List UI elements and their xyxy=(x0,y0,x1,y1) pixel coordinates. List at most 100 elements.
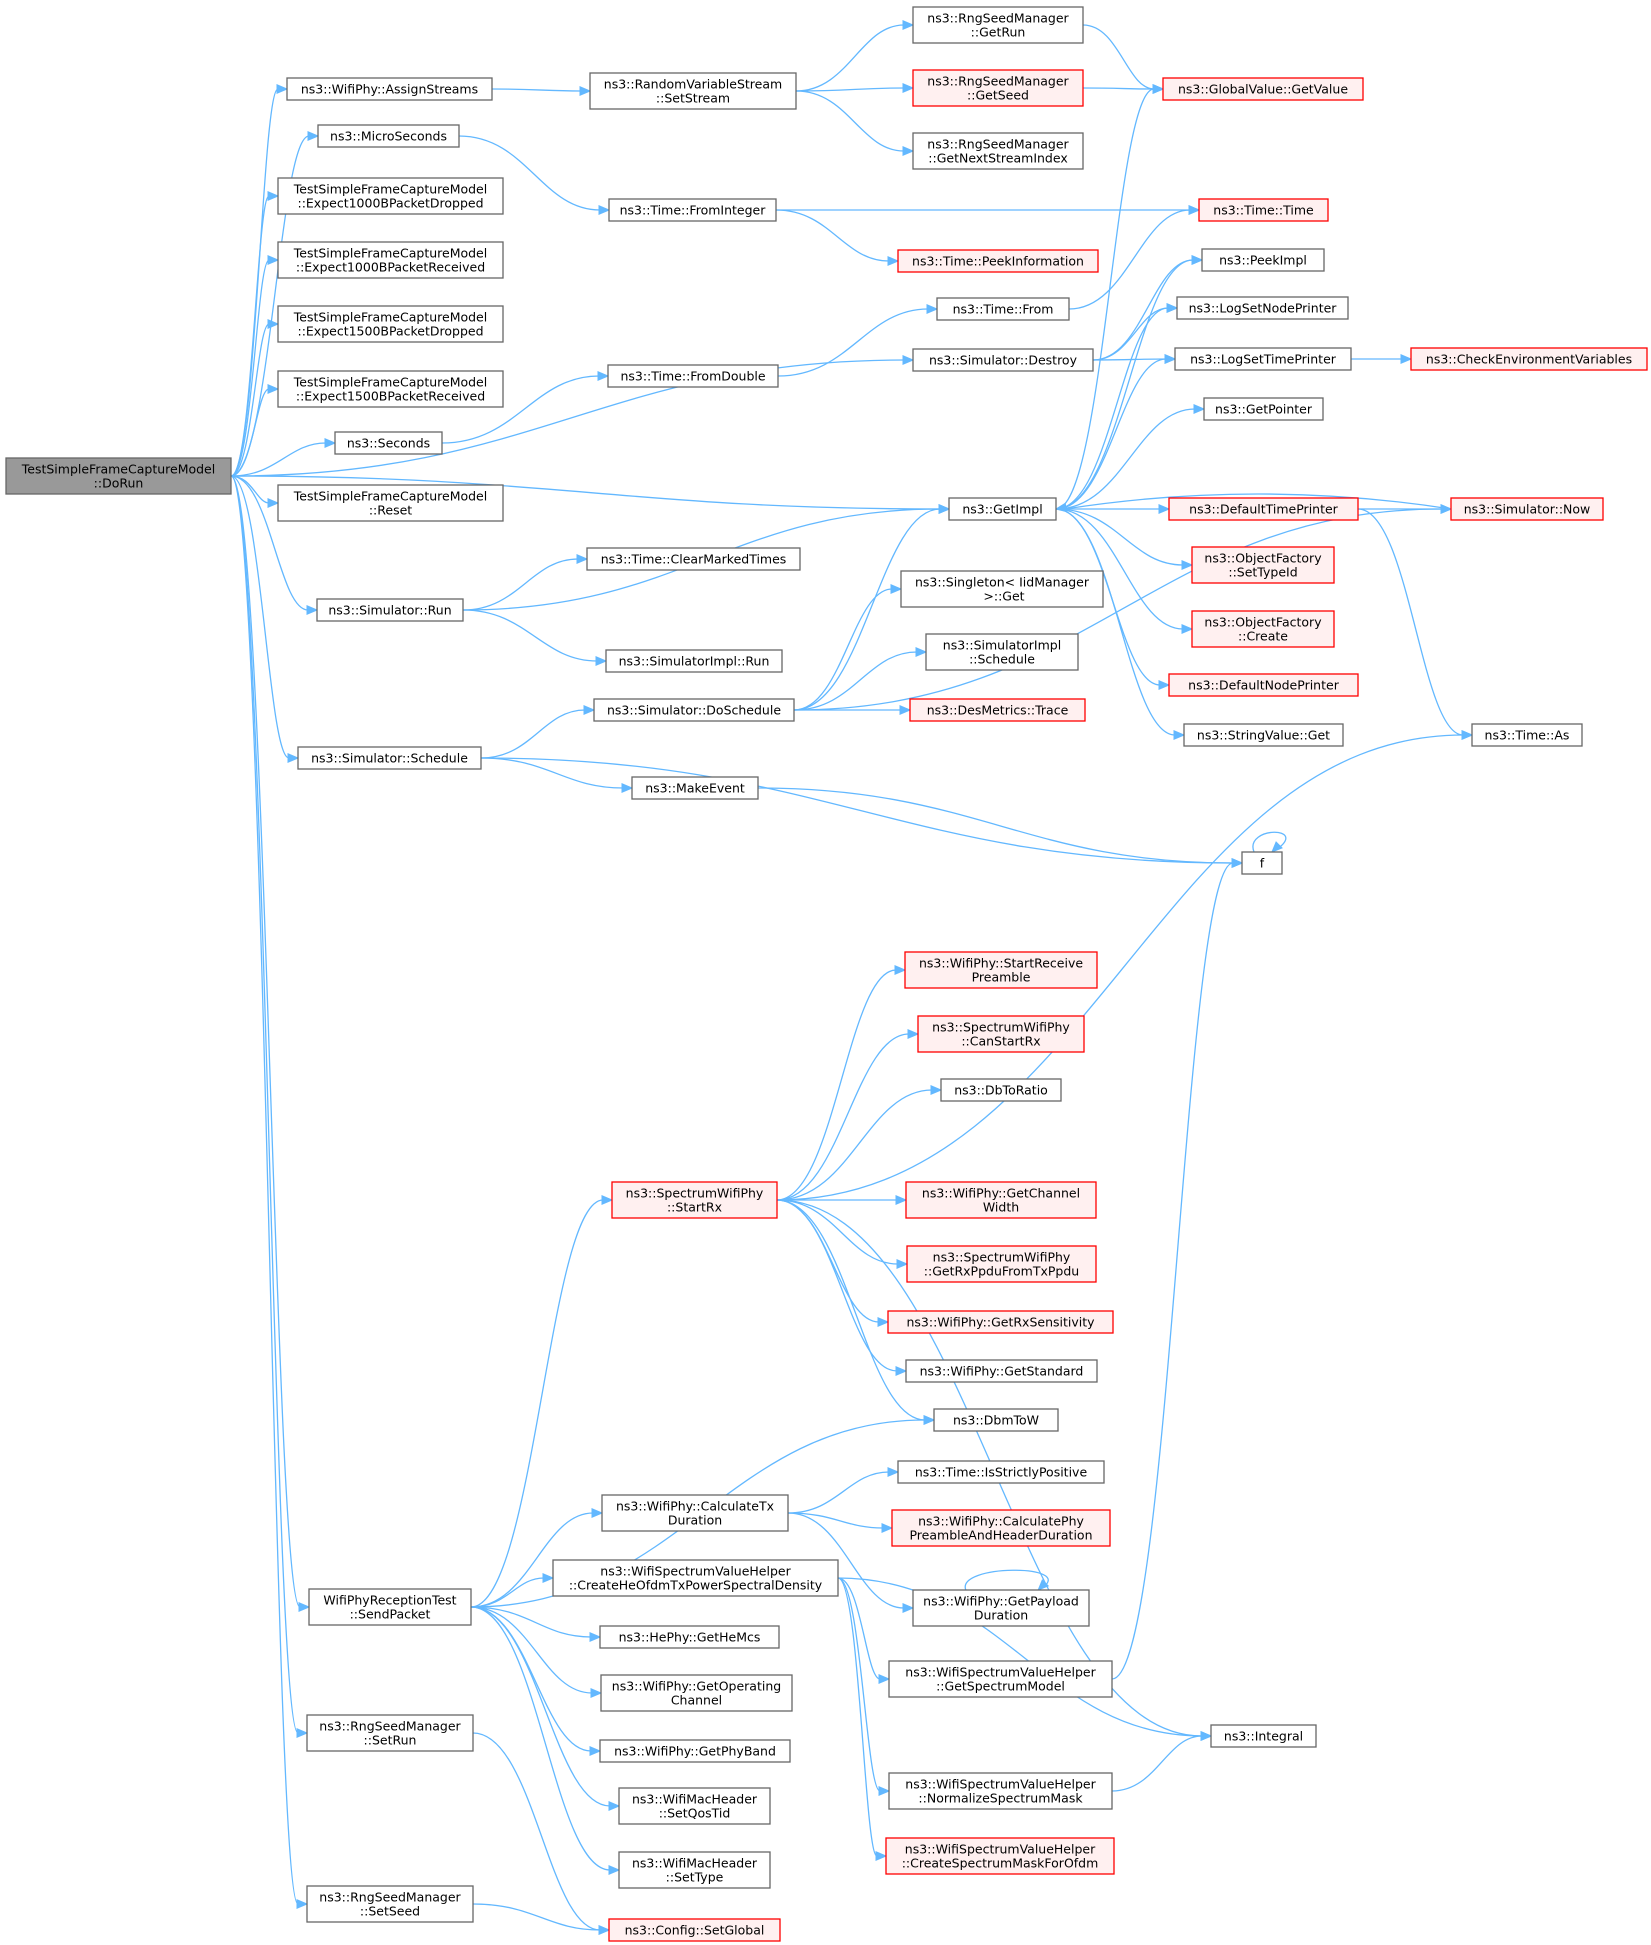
node-f[interactable]: f xyxy=(1241,851,1283,875)
node-configSetGlobal-box[interactable] xyxy=(608,1918,781,1942)
node-exp1500Recv[interactable]: TestSimpleFrameCaptureModel::Expect1500B… xyxy=(277,370,504,408)
node-getSpectrumModel-box[interactable] xyxy=(888,1660,1113,1698)
node-defaultNodePrinter-box[interactable] xyxy=(1168,673,1359,697)
node-configSetGlobal[interactable]: ns3::Config::SetGlobal xyxy=(608,1918,781,1942)
node-dbToRatio[interactable]: ns3::DbToRatio xyxy=(940,1078,1062,1102)
node-getOpChannel-box[interactable] xyxy=(600,1674,793,1712)
node-integral-box[interactable] xyxy=(1210,1724,1317,1748)
node-exp1000Drop-box[interactable] xyxy=(277,177,504,215)
node-seconds[interactable]: ns3::Seconds xyxy=(334,431,443,455)
node-exp1000Recv[interactable]: TestSimpleFrameCaptureModel::Expect1000B… xyxy=(277,241,504,279)
node-root-box[interactable] xyxy=(5,457,232,495)
node-setSeed-box[interactable] xyxy=(306,1885,474,1923)
node-getStandard-box[interactable] xyxy=(905,1359,1098,1383)
node-logSetNode[interactable]: ns3::LogSetNodePrinter xyxy=(1176,296,1349,320)
node-simSchedule[interactable]: ns3::Simulator::Schedule xyxy=(297,746,482,770)
node-getHeMcs-box[interactable] xyxy=(599,1625,780,1649)
node-dbToRatio-box[interactable] xyxy=(940,1078,1062,1102)
node-globalGetValue-box[interactable] xyxy=(1162,77,1364,101)
node-calcPhyPreamble[interactable]: ns3::WifiPhy::CalculatePhyPreambleAndHea… xyxy=(891,1509,1111,1547)
node-peekInfo-box[interactable] xyxy=(897,249,1099,273)
node-seconds-box[interactable] xyxy=(334,431,443,455)
node-simRun-box[interactable] xyxy=(316,598,464,622)
node-clearMarked[interactable]: ns3::Time::ClearMarkedTimes xyxy=(586,547,801,571)
node-simImplRun[interactable]: ns3::SimulatorImpl::Run xyxy=(605,649,783,673)
node-timeTime[interactable]: ns3::Time::Time xyxy=(1198,198,1329,222)
node-peekInfo[interactable]: ns3::Time::PeekInformation xyxy=(897,249,1099,273)
node-getRxSens-box[interactable] xyxy=(887,1310,1114,1334)
node-sendPacket-box[interactable] xyxy=(308,1588,472,1626)
node-exp1500Drop-box[interactable] xyxy=(277,305,504,343)
node-getSeed-box[interactable] xyxy=(912,69,1084,107)
node-createHeOfdm[interactable]: ns3::WifiSpectrumValueHelper::CreateHeOf… xyxy=(552,1559,839,1597)
node-simImplSchedule[interactable]: ns3::SimulatorImpl::Schedule xyxy=(925,633,1079,671)
node-getStandard[interactable]: ns3::WifiPhy::GetStandard xyxy=(905,1359,1098,1383)
node-microSeconds-box[interactable] xyxy=(317,124,460,148)
node-desTrace[interactable]: ns3::DesMetrics::Trace xyxy=(909,698,1086,722)
node-fromDouble-box[interactable] xyxy=(607,364,779,388)
node-exp1000Recv-box[interactable] xyxy=(277,241,504,279)
node-makeEvent-box[interactable] xyxy=(631,776,759,800)
node-setQosTid[interactable]: ns3::WifiMacHeader::SetQosTid xyxy=(618,1787,771,1825)
node-clearMarked-box[interactable] xyxy=(586,547,801,571)
node-simImplRun-box[interactable] xyxy=(605,649,783,673)
node-getNextStream-box[interactable] xyxy=(912,132,1084,170)
node-ofSetTypeId[interactable]: ns3::ObjectFactory::SetTypeId xyxy=(1191,546,1335,584)
node-setStream-box[interactable] xyxy=(589,72,797,110)
node-setType-box[interactable] xyxy=(618,1851,771,1889)
node-getRxPpdu[interactable]: ns3::SpectrumWifiPhy::GetRxPpduFromTxPpd… xyxy=(906,1245,1097,1283)
node-logSetNode-box[interactable] xyxy=(1176,296,1349,320)
node-defaultNodePrinter[interactable]: ns3::DefaultNodePrinter xyxy=(1168,673,1359,697)
node-simDestroy[interactable]: ns3::Simulator::Destroy xyxy=(912,348,1094,372)
node-checkEnv-box[interactable] xyxy=(1410,347,1648,371)
node-timeFrom-box[interactable] xyxy=(936,297,1070,321)
node-getNextStream[interactable]: ns3::RngSeedManager::GetNextStreamIndex xyxy=(912,132,1084,170)
node-f-box[interactable] xyxy=(1241,851,1283,875)
node-createHeOfdm-box[interactable] xyxy=(552,1559,839,1597)
node-calcPhyPreamble-box[interactable] xyxy=(891,1509,1111,1547)
node-timeAs-box[interactable] xyxy=(1471,723,1583,747)
node-desTrace-box[interactable] xyxy=(909,698,1086,722)
node-startReceivePreamble-box[interactable] xyxy=(904,951,1098,989)
node-stringValueGet[interactable]: ns3::StringValue::Get xyxy=(1183,723,1344,747)
node-ofSetTypeId-box[interactable] xyxy=(1191,546,1335,584)
node-reset-box[interactable] xyxy=(277,484,504,522)
node-ofCreate-box[interactable] xyxy=(1191,610,1335,648)
node-stringValueGet-box[interactable] xyxy=(1183,723,1344,747)
node-simRun[interactable]: ns3::Simulator::Run xyxy=(316,598,464,622)
node-assignStreams[interactable]: ns3::WifiPhy::AssignStreams xyxy=(286,77,493,101)
node-simImplSchedule-box[interactable] xyxy=(925,633,1079,671)
node-microSeconds[interactable]: ns3::MicroSeconds xyxy=(317,124,460,148)
node-exp1000Drop[interactable]: TestSimpleFrameCaptureModel::Expect1000B… xyxy=(277,177,504,215)
node-dbmToW-box[interactable] xyxy=(933,1408,1059,1432)
node-getRun-box[interactable] xyxy=(912,6,1084,44)
node-canStartRx[interactable]: ns3::SpectrumWifiPhy::CanStartRx xyxy=(917,1015,1085,1053)
node-integral[interactable]: ns3::Integral xyxy=(1210,1724,1317,1748)
node-singletonGet[interactable]: ns3::Singleton< IidManager >::Get xyxy=(900,570,1104,608)
node-timeFrom[interactable]: ns3::Time::From xyxy=(936,297,1070,321)
node-globalGetValue[interactable]: ns3::GlobalValue::GetValue xyxy=(1162,77,1364,101)
node-setQosTid-box[interactable] xyxy=(618,1787,771,1825)
node-canStartRx-box[interactable] xyxy=(917,1015,1085,1053)
node-isStrictlyPositive[interactable]: ns3::Time::IsStrictlyPositive xyxy=(897,1460,1105,1484)
node-getChannelWidth-box[interactable] xyxy=(905,1181,1097,1219)
node-setRun-box[interactable] xyxy=(306,1714,474,1752)
node-exp1500Recv-box[interactable] xyxy=(277,370,504,408)
node-isStrictlyPositive-box[interactable] xyxy=(897,1460,1105,1484)
node-sendPacket[interactable]: WifiPhyReceptionTest::SendPacket xyxy=(308,1588,472,1626)
node-simDestroy-box[interactable] xyxy=(912,348,1094,372)
node-getPhyBand-box[interactable] xyxy=(599,1739,791,1763)
node-simNow-box[interactable] xyxy=(1450,497,1604,521)
node-singletonGet-box[interactable] xyxy=(900,570,1104,608)
node-makeEvent[interactable]: ns3::MakeEvent xyxy=(631,776,759,800)
node-setRun[interactable]: ns3::RngSeedManager::SetRun xyxy=(306,1714,474,1752)
node-getRxSens[interactable]: ns3::WifiPhy::GetRxSensitivity xyxy=(887,1310,1114,1334)
node-defaultTimePrinter[interactable]: ns3::DefaultTimePrinter xyxy=(1168,497,1359,521)
node-getPhyBand[interactable]: ns3::WifiPhy::GetPhyBand xyxy=(599,1739,791,1763)
node-normalizeMask[interactable]: ns3::WifiSpectrumValueHelper::NormalizeS… xyxy=(888,1772,1113,1810)
